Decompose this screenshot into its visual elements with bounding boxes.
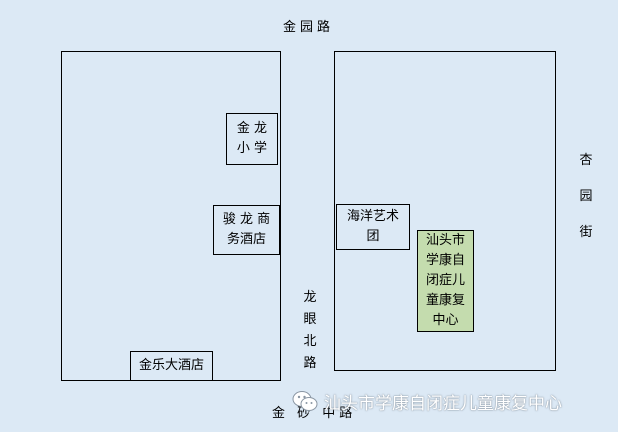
- poi-label: 中心: [432, 313, 459, 328]
- road-char: 北: [303, 334, 317, 349]
- watermark-text: 汕头市学康自闭症儿童康复中心: [324, 393, 562, 414]
- road-char: 园: [579, 189, 593, 204]
- poi-label: 金乐大酒店: [138, 358, 204, 373]
- watermark: 汕头市学康自闭症儿童康复中心: [292, 386, 612, 416]
- poi-label: 学康自: [425, 253, 465, 268]
- poi-ocean-art-troupe[interactable]: 海洋艺术 团: [336, 204, 410, 250]
- wechat-icon: [292, 391, 318, 411]
- poi-label: 骏 龙 商: [222, 212, 271, 227]
- poi-label: 小 学: [236, 141, 268, 156]
- poi-label: 团: [366, 229, 380, 244]
- poi-label: 童康复: [425, 293, 465, 308]
- road-char: 杏: [579, 153, 593, 168]
- poi-rehab-center[interactable]: 汕头市 学康自 闭症儿 童康复 中心: [417, 230, 474, 332]
- poi-jinle-hotel[interactable]: 金乐大酒店: [130, 351, 213, 381]
- poi-label: 汕头市: [425, 233, 465, 248]
- road-label-longyan-north: 龙 眼 北 路: [302, 287, 318, 375]
- road-label-xingyuan: 杏 园 街: [578, 150, 594, 244]
- poi-jinlong-school[interactable]: 金 龙 小 学: [226, 113, 278, 165]
- poi-junlong-hotel[interactable]: 骏 龙 商 务酒店: [213, 205, 280, 255]
- poi-label: 海洋艺术: [346, 209, 399, 224]
- block-right: [334, 51, 556, 371]
- poi-label: 闭症儿: [425, 273, 465, 288]
- road-char: 路: [303, 356, 317, 371]
- poi-label: 金 龙: [236, 121, 268, 136]
- road-char: 龙: [303, 290, 317, 305]
- road-label-jinsha-middle: 金 砂 中路: [272, 406, 357, 421]
- road-char: 眼: [303, 312, 317, 327]
- poi-label: 务酒店: [226, 232, 266, 247]
- road-label-jinyuan: 金园路: [283, 20, 335, 35]
- road-char: 街: [579, 225, 593, 240]
